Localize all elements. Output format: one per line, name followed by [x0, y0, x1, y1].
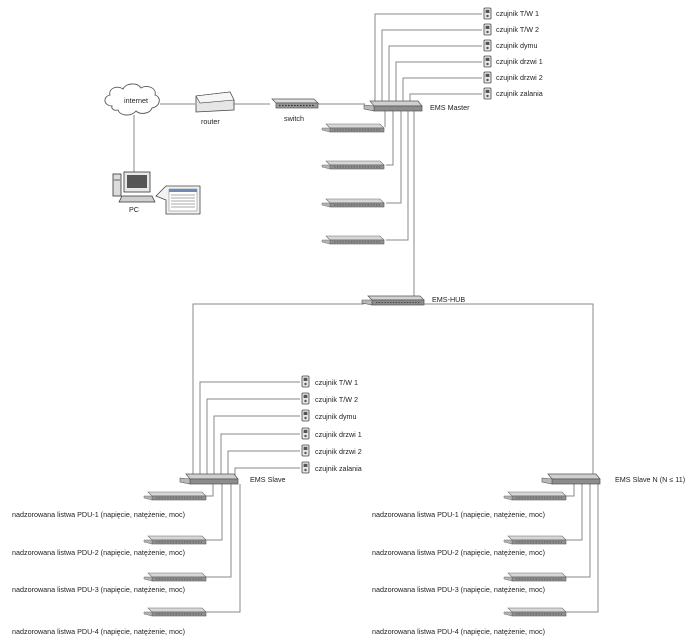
slave-n-pdu-label: nadzorowana listwa PDU-3 (napięcie, natę…: [372, 585, 545, 594]
web-panel-screenshot-icon: [155, 185, 201, 215]
ems-hub-device: [361, 295, 425, 306]
slave-n-pdu-label: nadzorowana listwa PDU-1 (napięcie, natę…: [372, 510, 545, 519]
pdu-strip: [503, 607, 567, 617]
pdu-strip: [503, 572, 567, 582]
master-sensors: czujnik T/W 1 czujnik T/W 2 czujnik dymu…: [483, 7, 543, 100]
slave-sensor-label: czujnik T/W 2: [315, 395, 358, 404]
sensor-icon: [301, 427, 310, 440]
switch-label: switch: [284, 114, 304, 123]
ems-slave-label: EMS Slave: [250, 475, 286, 484]
slave-pdu-label: nadzorowana listwa PDU-2 (napięcie, natę…: [12, 548, 185, 557]
internet-label: internet: [124, 96, 148, 105]
pdu-strip: [143, 491, 207, 501]
ems-master-label: EMS Master: [430, 103, 470, 112]
router-label: router: [201, 117, 220, 126]
pdu-strip: [321, 160, 385, 170]
slave-pdu-label: nadzorowana listwa PDU-3 (napięcie, natę…: [12, 585, 185, 594]
internet-cloud-icon: [104, 83, 160, 116]
sensor-icon: [483, 39, 492, 52]
slave-sensor-label: czujnik dymu: [315, 412, 357, 421]
pdu-strip: [143, 607, 207, 617]
ems-master-device: [363, 100, 423, 112]
slave-n-pdus: nadzorowana listwa PDU-1 (napięcie, natę…: [372, 491, 567, 636]
sensor-icon: [301, 375, 310, 388]
slave-sensor-label: czujnik drzwi 2: [315, 447, 362, 456]
sensor-icon: [483, 23, 492, 36]
pdu-strip: [503, 491, 567, 501]
master-sensor-label: czujnik T/W 1: [496, 9, 539, 18]
pc-icon: [112, 171, 156, 203]
sensor-icon: [301, 392, 310, 405]
ems-hub-label: EMS-HUB: [432, 295, 465, 304]
master-local-pdus: [321, 123, 385, 245]
router-icon: [195, 91, 235, 113]
pc-label: PC: [129, 205, 139, 214]
slave-sensor-label: czujnik drzwi 1: [315, 430, 362, 439]
slave-pdu-label: nadzorowana listwa PDU-4 (napięcie, natę…: [12, 627, 185, 636]
pdu-strip: [143, 535, 207, 545]
pdu-strip: [321, 198, 385, 208]
master-sensor-label: czujnik drzwi 1: [496, 57, 543, 66]
sensor-icon: [483, 71, 492, 84]
master-sensor-label: czujnik dymu: [496, 41, 538, 50]
master-sensor-label: czujnik zalania: [496, 89, 543, 98]
sensor-icon: [483, 55, 492, 68]
sensor-icon: [483, 7, 492, 20]
master-sensor-label: czujnik drzwi 2: [496, 73, 543, 82]
sensor-icon: [301, 444, 310, 457]
slave-sensor-label: czujnik T/W 1: [315, 378, 358, 387]
sensor-icon: [301, 409, 310, 422]
slave-n-pdu-label: nadzorowana listwa PDU-2 (napięcie, natę…: [372, 548, 545, 557]
switch-icon: [271, 98, 319, 109]
ems-slave-device: [179, 473, 239, 485]
pdu-strip: [321, 235, 385, 245]
sensor-icon: [301, 461, 310, 474]
pdu-strip: [503, 535, 567, 545]
slave-pdus: nadzorowana listwa PDU-1 (napięcie, natę…: [12, 491, 207, 636]
wires: [133, 13, 599, 613]
master-sensor-label: czujnik T/W 2: [496, 25, 539, 34]
sensor-icon: [483, 87, 492, 100]
slave-n-pdu-label: nadzorowana listwa PDU-4 (napięcie, natę…: [372, 627, 545, 636]
slave-sensors: czujnik T/W 1 czujnik T/W 2 czujnik dymu…: [301, 375, 362, 474]
ems-slave-n-device: [541, 473, 601, 485]
pdu-strip: [321, 123, 385, 133]
pdu-strip: [143, 572, 207, 582]
slave-sensor-label: czujnik zalania: [315, 464, 362, 473]
ems-slave-n-label: EMS Slave N (N ≤ 11): [615, 475, 685, 484]
slave-pdu-label: nadzorowana listwa PDU-1 (napięcie, natę…: [12, 510, 185, 519]
